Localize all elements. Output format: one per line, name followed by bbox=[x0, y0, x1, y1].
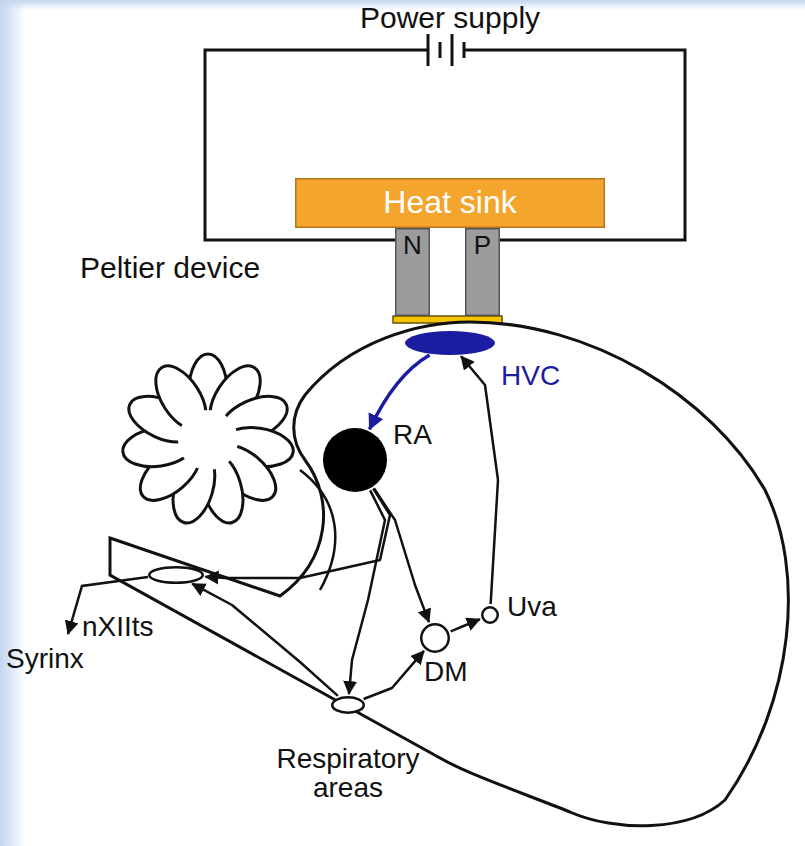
organ-label: Syrinx bbox=[6, 644, 84, 673]
cerebellum bbox=[120, 354, 296, 528]
nucleus-ra-shape bbox=[323, 428, 387, 492]
projection-arrow bbox=[451, 619, 480, 631]
node-label: nXIIts bbox=[82, 612, 154, 641]
projection-arrow bbox=[364, 651, 424, 699]
projection-arrow bbox=[461, 356, 498, 604]
node-label: RA bbox=[393, 420, 432, 449]
node-label: Heat sink bbox=[383, 186, 516, 220]
node-label: P bbox=[474, 232, 491, 259]
peltier-leg: N bbox=[395, 228, 430, 316]
node-label: HVC bbox=[501, 361, 560, 390]
nucleus-uva: Uva bbox=[481, 606, 499, 624]
device-label: Power supply bbox=[360, 2, 540, 34]
node-label: Respiratory areas bbox=[248, 744, 448, 803]
nucleus-nxiits-shape bbox=[148, 566, 204, 584]
brain-outline bbox=[110, 322, 788, 826]
peltier-leg: P bbox=[465, 228, 500, 316]
nucleus-nxiits: nXIIts bbox=[148, 566, 204, 584]
projection-arrow bbox=[369, 355, 429, 429]
nucleus-hvc-shape bbox=[405, 331, 495, 355]
device-label: Peltier device bbox=[80, 252, 260, 284]
cerebellum-core bbox=[178, 410, 238, 470]
projection-arrow bbox=[349, 490, 385, 694]
battery-symbol bbox=[428, 34, 464, 66]
respiratory-areas-shape bbox=[331, 696, 365, 714]
nucleus-dm-shape bbox=[420, 623, 450, 653]
projection-arrow bbox=[206, 489, 390, 578]
heat-sink-box: Heat sink bbox=[295, 178, 605, 228]
node-label: DM bbox=[424, 657, 468, 686]
nucleus-dm: DM bbox=[420, 623, 450, 653]
nucleus-hvc: HVC bbox=[405, 331, 495, 355]
projection-arrow bbox=[192, 584, 338, 696]
node-label: Uva bbox=[507, 592, 557, 621]
node-label: N bbox=[403, 232, 422, 259]
nucleus-ra: RA bbox=[323, 428, 387, 492]
respiratory-areas: Respiratory areas bbox=[331, 696, 365, 714]
power-wire bbox=[205, 50, 685, 240]
nucleus-uva-shape bbox=[481, 606, 499, 624]
